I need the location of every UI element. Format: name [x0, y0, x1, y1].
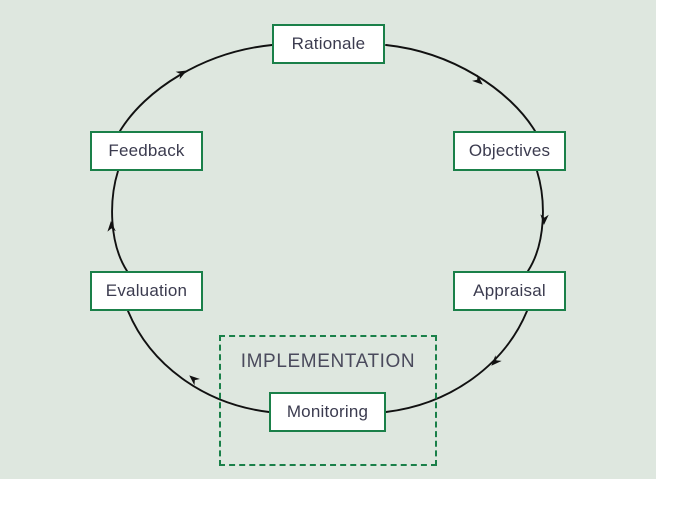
arrowhead-rationale-to-objectives: [472, 74, 483, 85]
arrow-rationale-to-objectives: [385, 44, 536, 132]
node-monitoring-label: Monitoring: [286, 402, 369, 421]
node-evaluation-label: Evaluation: [105, 281, 188, 300]
node-objectives-label: Objectives: [468, 141, 551, 160]
node-feedback-label: Feedback: [108, 141, 185, 160]
node-appraisal[interactable]: Appraisal: [453, 271, 566, 311]
node-monitoring[interactable]: Monitoring: [269, 392, 386, 432]
node-evaluation[interactable]: Evaluation: [90, 271, 203, 311]
group-implementation: IMPLEMENTATION: [219, 335, 437, 466]
node-appraisal-label: Appraisal: [473, 281, 546, 300]
node-objectives[interactable]: Objectives: [453, 131, 566, 171]
arrow-objectives-to-appraisal: [527, 170, 544, 272]
arrow-evaluation-to-feedback: [111, 170, 128, 272]
node-feedback[interactable]: Feedback: [90, 131, 203, 171]
group-implementation-label: IMPLEMENTATION: [240, 351, 416, 372]
arrow-feedback-to-rationale: [119, 44, 273, 132]
node-rationale[interactable]: Rationale: [272, 24, 385, 64]
arrow-monitoring-to-evaluation: [127, 310, 270, 413]
node-rationale-label: Rationale: [291, 34, 366, 53]
arrowhead-feedback-to-rationale: [175, 70, 187, 80]
arrow-appraisal-to-monitoring: [385, 310, 528, 413]
